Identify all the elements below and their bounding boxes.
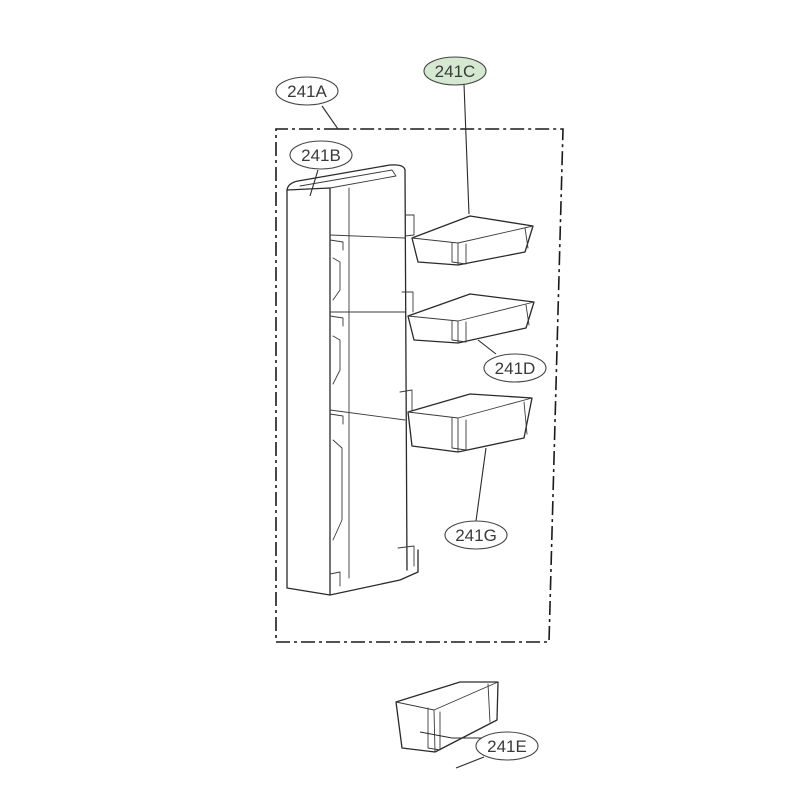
label-241A[interactable]: 241A bbox=[275, 76, 339, 106]
label-241B-oval bbox=[289, 140, 353, 170]
label-241A-text: 241A bbox=[287, 82, 327, 101]
door-panel-front bbox=[286, 187, 331, 596]
door-bin-middle-outline bbox=[407, 293, 535, 344]
label-241G-oval bbox=[444, 520, 508, 550]
door-panel-top bbox=[286, 164, 406, 191]
leader-241E-lower bbox=[455, 756, 485, 769]
label-241B[interactable]: 241B bbox=[289, 140, 353, 170]
door-bin-deep-clip bbox=[451, 417, 467, 451]
label-241E-oval bbox=[475, 731, 539, 761]
leader-241G bbox=[475, 447, 487, 522]
label-241B-text: 241B bbox=[301, 146, 341, 165]
door-bin-top-clip bbox=[451, 242, 467, 265]
label-241C[interactable]: 241C bbox=[423, 56, 487, 86]
door-panel-back-edge bbox=[404, 169, 408, 571]
door-bin-middle-edges bbox=[407, 301, 535, 344]
door-bin-separate bbox=[395, 681, 499, 753]
door-bin-top-edges bbox=[411, 225, 534, 266]
leader-241D bbox=[477, 339, 497, 355]
frame-clips-right bbox=[397, 214, 415, 567]
label-241G-text: 241G bbox=[455, 526, 497, 545]
door-bin-middle bbox=[407, 293, 535, 344]
label-241C-text: 241C bbox=[435, 62, 476, 81]
label-241E-text: 241E bbox=[487, 737, 527, 756]
door-bin-frame bbox=[286, 164, 419, 596]
leader-241E-upper bbox=[419, 731, 486, 739]
door-bin-separate-outline bbox=[395, 681, 499, 753]
door-bin-deep-end bbox=[523, 401, 528, 435]
frame-shelf-rails bbox=[329, 234, 406, 421]
leader-241C bbox=[463, 83, 470, 215]
door-bin-middle-end bbox=[525, 304, 530, 326]
label-241E[interactable]: 241E bbox=[475, 731, 539, 761]
door-bin-deep-edges bbox=[407, 397, 533, 453]
label-241G[interactable]: 241G bbox=[444, 520, 508, 550]
door-bin-middle-clip bbox=[451, 320, 467, 343]
label-241D-text: 241D bbox=[495, 359, 536, 378]
frame-inner-ribs bbox=[332, 257, 343, 541]
label-241A-oval bbox=[275, 76, 339, 106]
door-panel-top-lip bbox=[299, 169, 397, 189]
leader-241B bbox=[309, 169, 319, 197]
door-bin-separate-edges bbox=[395, 681, 499, 753]
door-bin-top-outline bbox=[411, 215, 534, 266]
label-241D[interactable]: 241D bbox=[483, 353, 547, 383]
door-bin-deep-outline bbox=[407, 393, 533, 453]
label-241D-oval bbox=[483, 353, 547, 383]
door-bin-separate-end bbox=[487, 683, 491, 723]
door-bin-separate-clip bbox=[427, 707, 441, 751]
door-bin-top bbox=[411, 215, 534, 266]
door-bin-top-end bbox=[524, 227, 529, 249]
leader-241A bbox=[321, 105, 339, 130]
door-bin-deep bbox=[407, 393, 533, 453]
door-panel-bottom bbox=[329, 549, 419, 596]
frame-clips-left bbox=[329, 239, 344, 587]
label-241C-oval bbox=[423, 56, 487, 86]
assembly-boundary bbox=[275, 128, 564, 643]
